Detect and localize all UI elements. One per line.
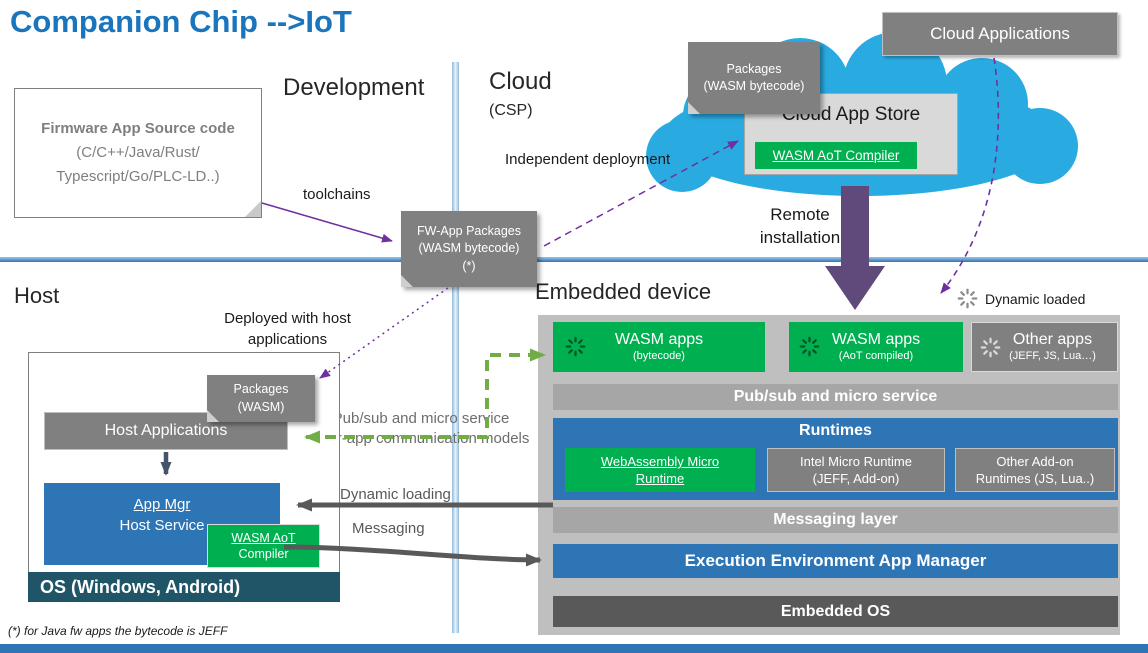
zone-label-host: Host xyxy=(14,283,60,308)
independent-deployment-label: Independent deployment xyxy=(505,151,671,168)
webassembly-micro-runtime-box: WebAssembly Micro Runtime xyxy=(565,448,755,492)
messaging-layer-bar: Messaging layer xyxy=(553,507,1118,533)
dynamic-loading-label: Dynamic loading xyxy=(340,486,451,503)
vertical-divider xyxy=(452,62,459,633)
intel-runtime-line2: (JEFF, Add-on) xyxy=(812,471,900,486)
app-mgr-label: App Mgr xyxy=(133,496,191,513)
host-compiler-line2: Compiler xyxy=(238,547,289,561)
messaging-layer-label: Messaging layer xyxy=(773,511,898,528)
deployed-line1: Deployed with host xyxy=(224,310,351,327)
host-packages-note: Packages (WASM) xyxy=(207,375,315,422)
other-apps-box: Other apps (JEFF, JS, Lua…) xyxy=(971,322,1118,372)
fw-app-packages-line1: FW-App Packages xyxy=(417,223,521,238)
other-runtime-line1: Other Add-on xyxy=(996,454,1074,469)
runtimes-title: Runtimes xyxy=(799,422,872,439)
horizontal-divider xyxy=(0,257,1148,262)
cloud-packages-line2: (WASM bytecode) xyxy=(703,79,805,93)
wasm-apps-aot-subtitle: (AoT compiled) xyxy=(838,350,914,363)
intel-runtime-line1: Intel Micro Runtime xyxy=(800,454,912,469)
other-apps-subtitle: (JEFF, JS, Lua…) xyxy=(1009,350,1096,363)
embedded-os-label: Embedded OS xyxy=(780,602,891,620)
fw-app-packages-note: FW-App Packages (WASM bytecode) (*) xyxy=(401,211,537,287)
cloud-packages-note: Packages (WASM bytecode) xyxy=(688,42,820,114)
spinner-icon xyxy=(957,288,978,309)
firmware-source-box: Firmware App Source code (C/C++/Java/Rus… xyxy=(14,88,262,218)
firmware-source-line3: Typescript/Go/PLC-LD..) xyxy=(56,168,220,185)
host-compiler-line1: WASM AoT xyxy=(231,531,296,545)
pubsub-service-label: Pub/sub and micro service xyxy=(733,388,938,405)
host-applications-label: Host Applications xyxy=(104,422,228,439)
bottom-accent-bar xyxy=(0,644,1148,653)
deployed-with-host-label: Deployed with host applications xyxy=(205,308,370,350)
cloud-packages-line1: Packages xyxy=(726,61,782,76)
wasm-apps-aot-title: WASM apps xyxy=(831,331,921,349)
embedded-os-bar: Embedded OS xyxy=(553,596,1118,627)
firmware-source-title: Firmware App Source code xyxy=(41,120,235,137)
cloud-wasm-aot-compiler-label: WASM AoT Compiler xyxy=(772,148,900,163)
execution-environment-label: Execution Environment App Manager xyxy=(684,551,987,570)
remote-installation-label: Remote installation xyxy=(742,203,858,249)
spinner-icon xyxy=(799,336,820,357)
zone-label-development: Development xyxy=(283,74,425,101)
host-wasm-aot-compiler-box: WASM AoT Compiler xyxy=(207,524,320,568)
wasm-apps-bytecode-title: WASM apps xyxy=(614,331,704,349)
wasm-apps-bytecode-subtitle: (bytecode) xyxy=(633,350,685,363)
footnote: (*) for Java fw apps the bytecode is JEF… xyxy=(8,624,228,638)
spinner-icon xyxy=(980,337,1001,358)
fw-app-packages-line3: (*) xyxy=(462,258,476,273)
cloud-applications-label: Cloud Applications xyxy=(930,24,1070,43)
fw-app-packages-line2: (WASM bytecode) xyxy=(418,241,520,256)
zone-label-embedded-device: Embedded device xyxy=(535,279,712,304)
host-os-label: OS (Windows, Android) xyxy=(40,577,241,597)
host-packages-line2: (WASM) xyxy=(237,399,285,414)
zone-label-csp: (CSP) xyxy=(489,102,533,119)
zone-label-cloud: Cloud xyxy=(489,68,552,95)
execution-environment-bar: Execution Environment App Manager xyxy=(553,544,1118,578)
wasm-apps-aot-box: WASM apps (AoT compiled) xyxy=(789,322,963,372)
host-service-label: Host Service xyxy=(119,517,205,534)
dynamic-loaded-label: Dynamic loaded xyxy=(985,291,1086,307)
cloud-applications-box: Cloud Applications xyxy=(882,12,1118,56)
host-os-bar: OS (Windows, Android) xyxy=(28,572,340,602)
cloud-wasm-aot-compiler-box: WASM AoT Compiler xyxy=(755,142,917,169)
remote-installation-line1: Remote xyxy=(770,205,830,224)
other-runtime-line2: Runtimes (JS, Lua..) xyxy=(975,471,1095,486)
toolchains-label: toolchains xyxy=(303,186,371,203)
messaging-label: Messaging xyxy=(352,520,425,537)
spinner-icon xyxy=(565,336,586,357)
wamr-line1: WebAssembly Micro xyxy=(600,454,720,469)
intel-micro-runtime-box: Intel Micro Runtime (JEFF, Add-on) xyxy=(767,448,945,492)
firmware-source-line2: (C/C++/Java/Rust/ xyxy=(76,144,200,161)
wamr-line2: Runtime xyxy=(635,471,685,486)
deployed-line2: applications xyxy=(247,331,328,348)
host-packages-line1: Packages xyxy=(233,382,289,396)
remote-installation-line2: installation xyxy=(759,228,841,247)
page-title: Companion Chip -->IoT xyxy=(10,4,352,39)
toolchains-arrow xyxy=(261,202,393,243)
other-addon-runtimes-box: Other Add-on Runtimes (JS, Lua..) xyxy=(955,448,1115,492)
wasm-apps-bytecode-box: WASM apps (bytecode) xyxy=(553,322,765,372)
pubsub-service-bar: Pub/sub and micro service xyxy=(553,384,1118,410)
other-apps-title: Other apps xyxy=(1012,331,1093,349)
